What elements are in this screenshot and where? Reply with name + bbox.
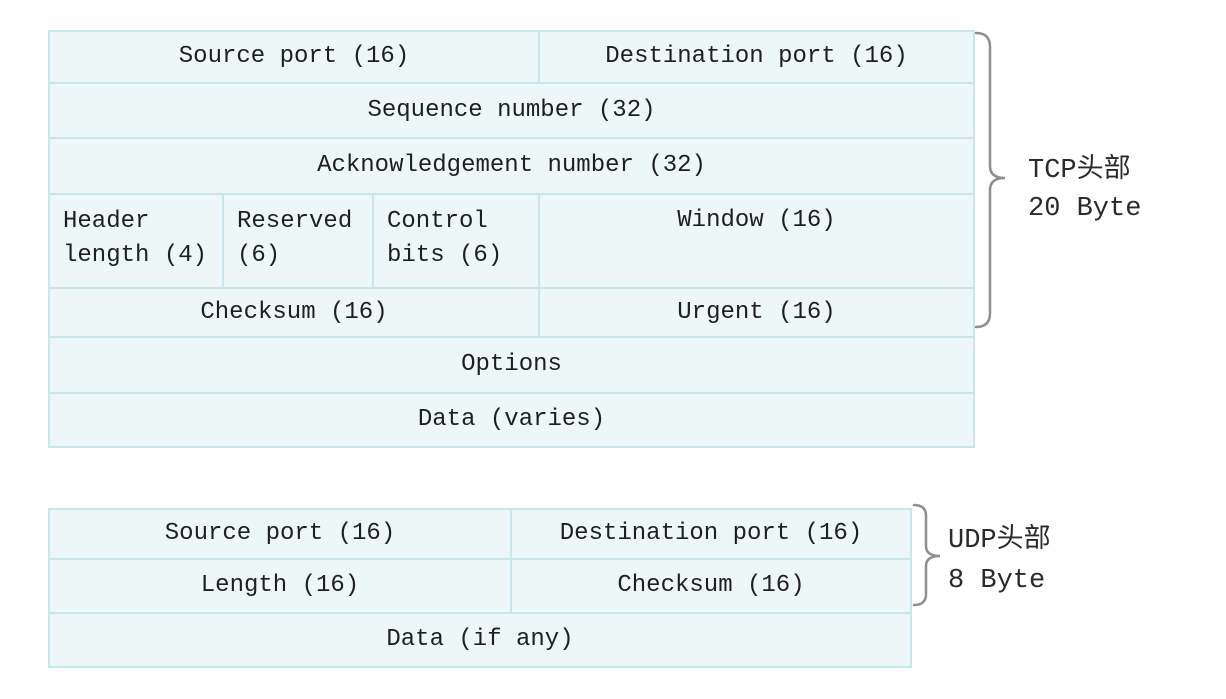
tcp-header-label-line1: TCP头部 (1028, 156, 1131, 186)
tcp-cell-urgent: Urgent (16) (540, 289, 973, 336)
tcp-cell-acknowledgement-number: Acknowledgement number (32) (50, 139, 973, 193)
udp-cell-destination-port: Destination port (16) (512, 510, 910, 558)
udp-header-label: UDP头部 8 Byte (948, 521, 1051, 601)
tcp-cell-options: Options (50, 338, 973, 392)
tcp-header-label: TCP头部 20 Byte (1028, 152, 1141, 228)
udp-cell-length: Length (16) (50, 560, 510, 612)
tcp-cell-destination-port: Destination port (16) (540, 32, 973, 82)
tcp-cell-window: Window (16) (540, 195, 973, 287)
udp-brace-icon (910, 502, 946, 608)
tcp-cell-data: Data (varies) (50, 394, 973, 446)
tcp-cell-header-length: Header length (4) (50, 195, 222, 287)
udp-cell-data: Data (if any) (50, 614, 910, 666)
tcp-cell-source-port: Source port (16) (50, 32, 538, 82)
udp-header-label-line2: 8 Byte (948, 566, 1046, 596)
udp-header-table: Source port (16) Destination port (16) L… (48, 508, 912, 668)
udp-cell-source-port: Source port (16) (50, 510, 510, 558)
tcp-header-table: Source port (16) Destination port (16) S… (48, 30, 975, 448)
udp-cell-checksum: Checksum (16) (512, 560, 910, 612)
tcp-header-label-line2: 20 Byte (1028, 194, 1142, 224)
tcp-brace-icon (970, 30, 1014, 330)
tcp-cell-checksum: Checksum (16) (50, 289, 538, 336)
tcp-cell-control-bits: Control bits (6) (374, 195, 538, 287)
udp-header-label-line1: UDP头部 (948, 526, 1051, 556)
tcp-cell-sequence-number: Sequence number (32) (50, 84, 973, 137)
tcp-cell-reserved: Reserved (6) (224, 195, 372, 287)
